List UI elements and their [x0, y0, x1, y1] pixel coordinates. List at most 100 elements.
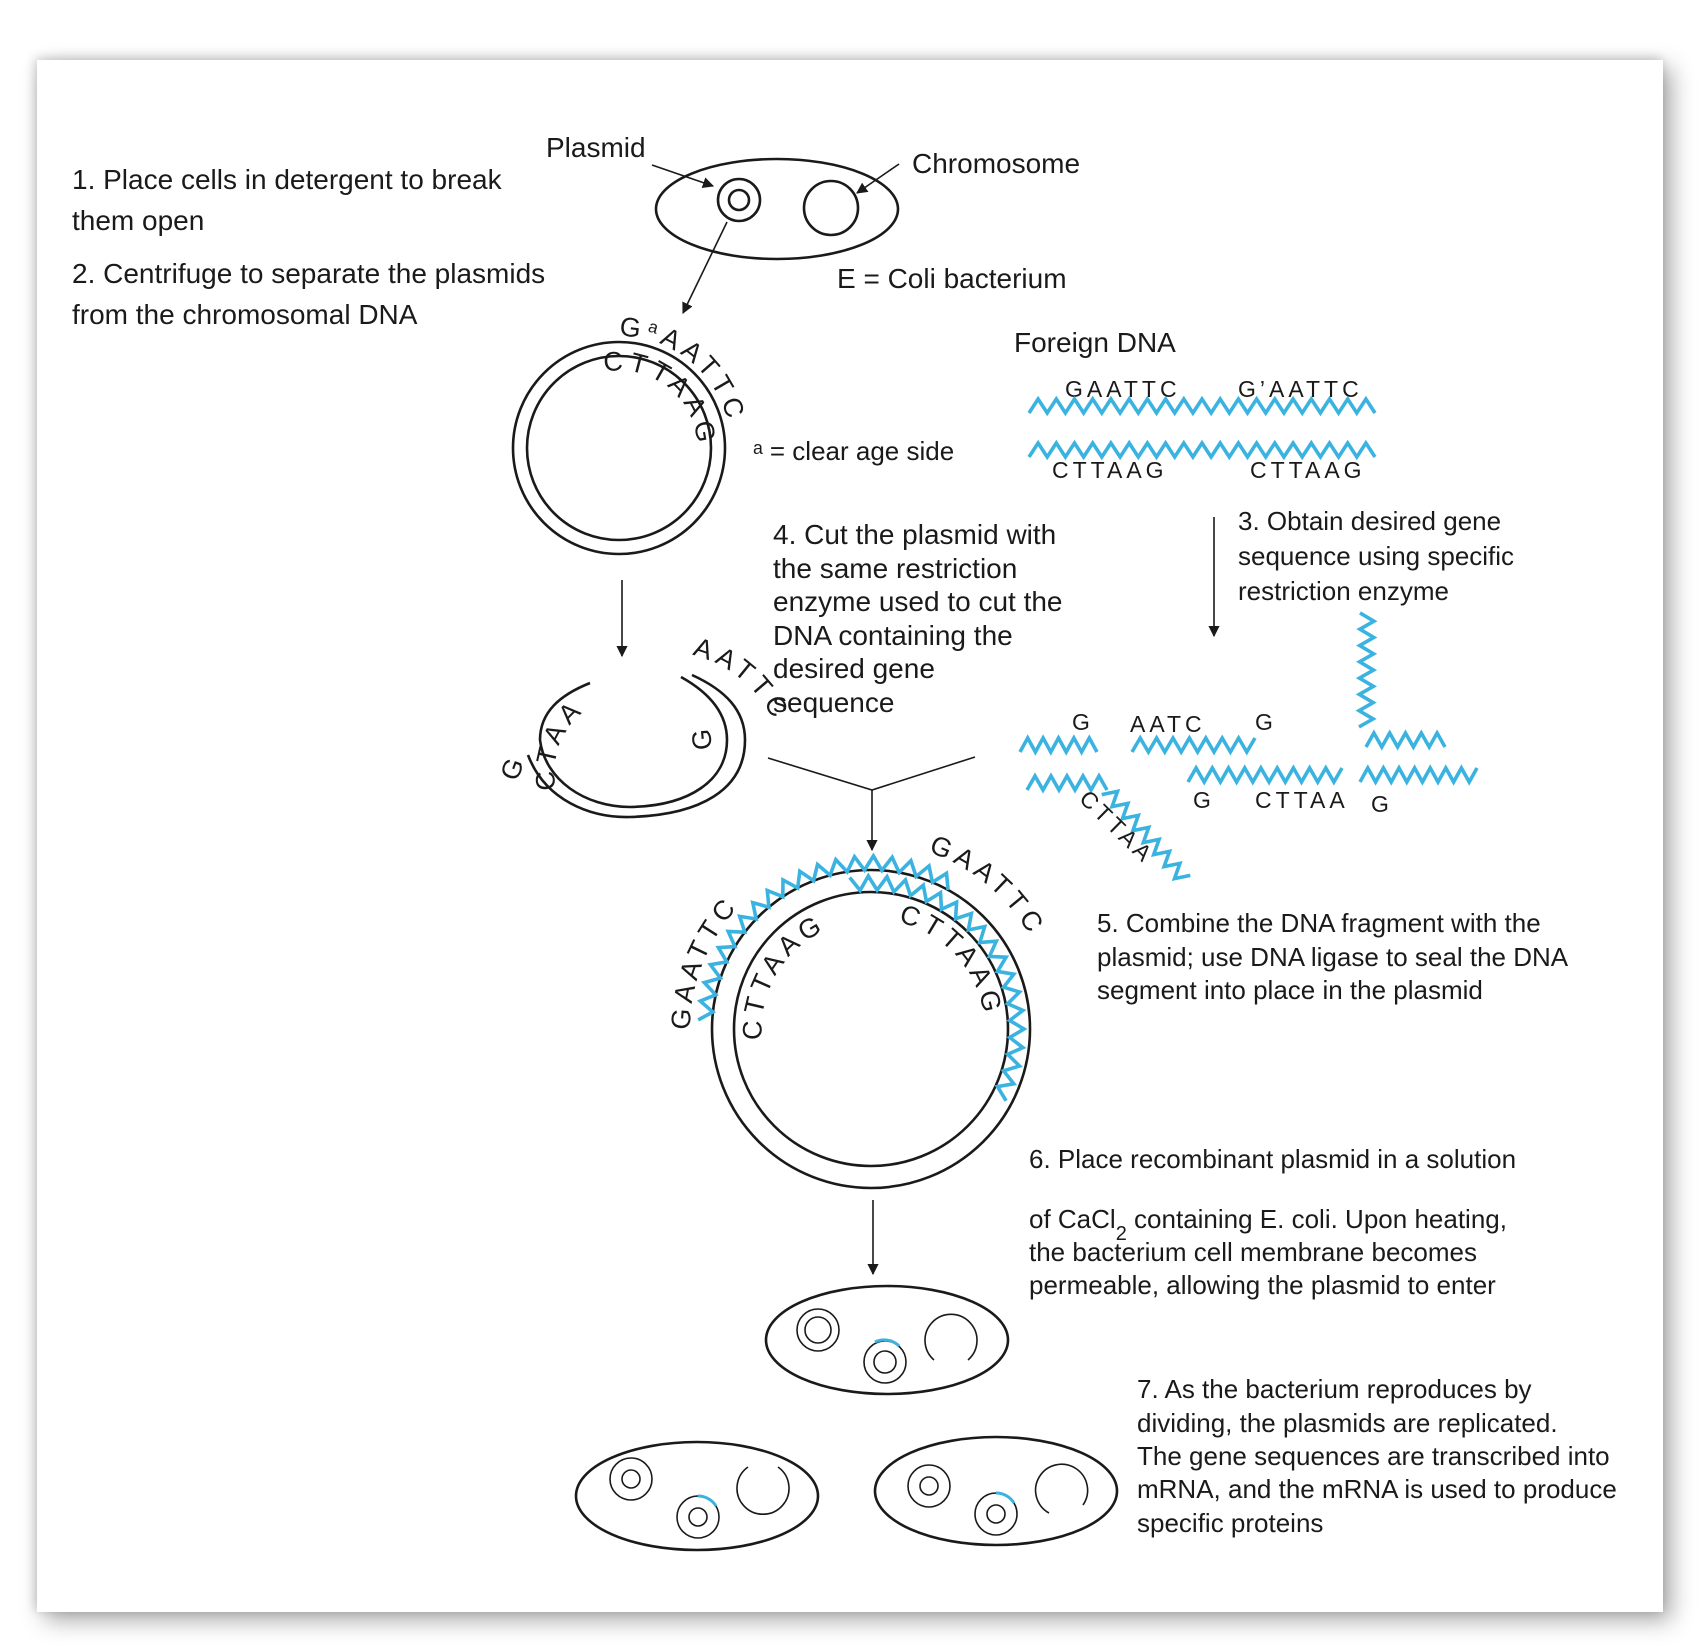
step-5-line-2: plasmid; use DNA ligase to seal the DNA [1097, 942, 1569, 972]
step-3-line-1: 3. Obtain desired gene [1238, 506, 1501, 536]
cell-membrane [574, 1440, 820, 1552]
extract-plasmid-arrow [682, 221, 728, 315]
plasmid-outer-ring [716, 177, 762, 223]
footnote-label: ᵃ = clear age side [753, 436, 954, 466]
isolated-plasmid: GaAATTC CTTAAG [511, 311, 747, 556]
fragment-1-strand [1018, 734, 1099, 756]
step-1-text: 1. Place cells in detergent to break the… [72, 164, 503, 236]
ecoli-cell-initial [654, 157, 900, 261]
recombinant-plasmid-ring-inner [688, 1507, 708, 1527]
plasmid-ring-inner [919, 1476, 939, 1496]
frag-base-g3: G [1193, 787, 1215, 813]
chromosome-open-circle [924, 1313, 978, 1361]
fragment-3-vertical-strand [1355, 611, 1378, 729]
recomb-inner-left-seq: CTTAAG [737, 908, 830, 1041]
cut-plasmid: G CTAA AATTC G [495, 632, 791, 819]
step-4-line-1: 4. Cut the plasmid with [773, 519, 1056, 550]
step-3-text: 3. Obtain desired gene sequence using sp… [1238, 506, 1514, 606]
fragment-4-diagonal-strand [1101, 789, 1191, 881]
foreign-dna-label: Foreign DNA [1014, 327, 1176, 358]
frag-base-g4: G [1371, 791, 1393, 817]
recombinant-plasmid: GAATTC GAATTC CTTAAG CTTAAG [666, 829, 1047, 1190]
frag-seq-cttaa: CTTAA [1255, 787, 1349, 813]
step-4-line-6: sequence [773, 687, 894, 718]
inserted-gene-marker [697, 1494, 718, 1507]
recombinant-plasmid-ring-outer [863, 1340, 907, 1384]
daughter-cell-left [574, 1440, 820, 1552]
join-lines [767, 756, 976, 791]
recomb-inner-right-seq: CTTAAG [896, 899, 1008, 1020]
step-4-line-2: the same restriction [773, 553, 1017, 584]
fragment-2-strand [1130, 734, 1257, 756]
chromosome-pointer-arrow [856, 163, 900, 194]
chromosome-circle [802, 179, 860, 237]
fragment-6-strand [1358, 764, 1479, 786]
fragment-3-horizontal-strand [1364, 729, 1447, 751]
foreign-bottom-seq-1: CTTAAG [1052, 457, 1168, 483]
step-2-line-2: from the chromosomal DNA [72, 299, 418, 330]
daughter-cell-right [873, 1435, 1119, 1547]
inserted-gene-marker [874, 1338, 901, 1348]
plasmid-pointer-arrow [651, 164, 715, 189]
step-6-text: 6. Place recombinant plasmid in a soluti… [1029, 1144, 1516, 1300]
cut-plasmid-inner-strand [538, 675, 729, 809]
plasmid-ring-outer [609, 1457, 653, 1501]
step-4-line-5: desired gene [773, 653, 935, 684]
foreign-dna-bottom-strand [1027, 439, 1377, 461]
fragment-4-strand [1025, 772, 1109, 794]
step-4-text: 4. Cut the plasmid with the same restric… [773, 519, 1063, 718]
step-5-text: 5. Combine the DNA fragment with the pla… [1097, 908, 1569, 1005]
plasmid-label: Plasmid [546, 132, 646, 163]
inserted-gene-marker [995, 1491, 1016, 1504]
step-4-line-3: enzyme used to cut the [773, 586, 1063, 617]
dna-fragments: G AATC G CTTAA G CTTAA G [1018, 611, 1479, 881]
step-7-line-2: dividing, the plasmids are replicated. [1137, 1408, 1558, 1438]
recombinant-inner-strand [732, 890, 1010, 1168]
step-7-line-1: 7. As the bacterium reproduces by [1137, 1374, 1532, 1404]
step-1-line-1: 1. Place cells in detergent to break [72, 164, 503, 195]
cut-right-inner-base: G [686, 723, 718, 752]
transformed-cell [764, 1284, 1010, 1396]
fragment-5-strand [1186, 764, 1344, 786]
ecoli-label: E = Coli bacterium [837, 263, 1067, 294]
chromosome-open-circle [736, 1466, 790, 1515]
plasmid-ring-inner [804, 1316, 832, 1344]
plasmid-inner-strand [525, 354, 713, 542]
foreign-top-seq-2: G’AATTC [1238, 376, 1363, 402]
step-7-line-5: specific proteins [1137, 1508, 1323, 1538]
frag-seq-aatc: AATC [1130, 711, 1206, 737]
frag-base-g2: G [1255, 709, 1277, 735]
step-7-line-4: mRNA, and the mRNA is used to produce [1137, 1474, 1617, 1504]
step-7-line-3: The gene sequences are transcribed into [1137, 1441, 1610, 1471]
plasmid-ring-inner [621, 1469, 641, 1489]
frag-base-g1: G [1072, 709, 1094, 735]
plasmid-ring-outer [907, 1464, 951, 1508]
cell-membrane [764, 1284, 1010, 1396]
chromosome-open-circle [1034, 1463, 1089, 1514]
step-5-line-3: segment into place in the plasmid [1097, 975, 1483, 1005]
cut-left-inner-sequence: CTAA [530, 692, 590, 791]
recombinant-plasmid-ring-inner [986, 1504, 1006, 1524]
figure-panel [37, 60, 1663, 1612]
step-1-line-2: them open [72, 205, 204, 236]
step-6-line-1: 6. Place recombinant plasmid in a soluti… [1029, 1144, 1516, 1174]
foreign-top-seq-1: GAATTC [1065, 376, 1181, 402]
chromosome-label: Chromosome [912, 148, 1080, 179]
plasmid-ring-outer [796, 1308, 840, 1352]
plasmid-inner-ring [727, 188, 751, 212]
step-7-text: 7. As the bacterium reproduces by dividi… [1137, 1374, 1617, 1538]
step-3-line-2: sequence using specific [1238, 541, 1514, 571]
step-6-line-4: permeable, allowing the plasmid to enter [1029, 1270, 1496, 1300]
inserted-dna-outer-strand [696, 852, 950, 1022]
step-2-line-1: 2. Centrifuge to separate the plasmids [72, 258, 545, 289]
step-2-text: 2. Centrifuge to separate the plasmids f… [72, 258, 545, 330]
foreign-dna: GAATTC G’AATTC CTTAAG CTTAAG [1027, 376, 1377, 483]
cell-membrane [873, 1435, 1119, 1547]
step-6-line-3: the bacterium cell membrane becomes [1029, 1237, 1477, 1267]
cut-left-outer-base: G [495, 749, 532, 784]
recomb-outer-left-seq: GAATTC [666, 890, 745, 1031]
cell-membrane [654, 157, 900, 261]
foreign-dna-top-strand [1027, 395, 1377, 417]
step-6-line-2: of CaCl2 containing E. coli. Upon heatin… [1029, 1204, 1507, 1245]
